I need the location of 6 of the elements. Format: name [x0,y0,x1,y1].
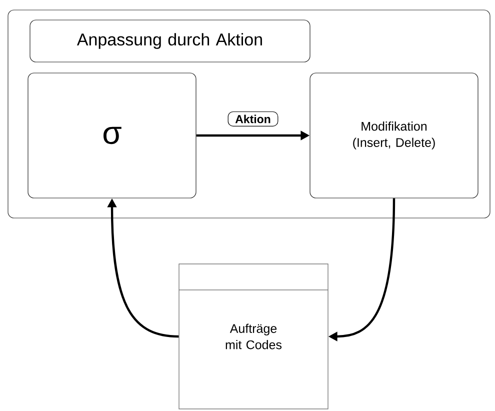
state-box: σ [28,72,196,198]
frame-box [8,10,490,218]
process-box: Modifikation (Insert, Delete) [310,72,478,198]
edge-label: Aktion [228,111,278,126]
document-box: Aufträge mit Codes [178,264,328,410]
title-box: Anpassung durch Aktion [30,20,310,62]
